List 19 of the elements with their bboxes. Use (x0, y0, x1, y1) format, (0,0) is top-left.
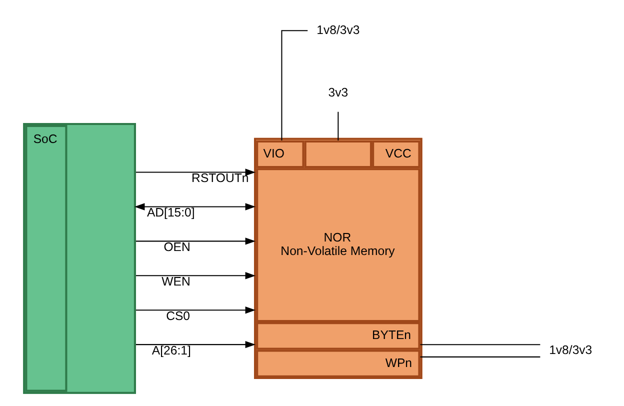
node-text: 3v3 (328, 85, 348, 100)
edge-label: RSTOUTn (192, 171, 249, 186)
connector (420, 344, 540, 346)
connector (338, 112, 339, 140)
arrow (134, 203, 256, 210)
arrow (136, 340, 256, 348)
edge-label: A[26:1] (152, 343, 191, 358)
node-text: 1v8/3v3 (316, 22, 360, 37)
arrow (136, 272, 256, 280)
arrow (136, 238, 256, 245)
connector (281, 30, 308, 140)
arrow (136, 168, 256, 176)
edge-label: WEN (162, 274, 190, 288)
edge-label: OEN (164, 240, 190, 254)
edge-label: CS0 (166, 308, 190, 323)
node-text: 1v8/3v3 (549, 342, 592, 357)
connector (420, 356, 540, 358)
edge-label: AD[15:0] (146, 206, 195, 220)
arrow (136, 306, 256, 314)
